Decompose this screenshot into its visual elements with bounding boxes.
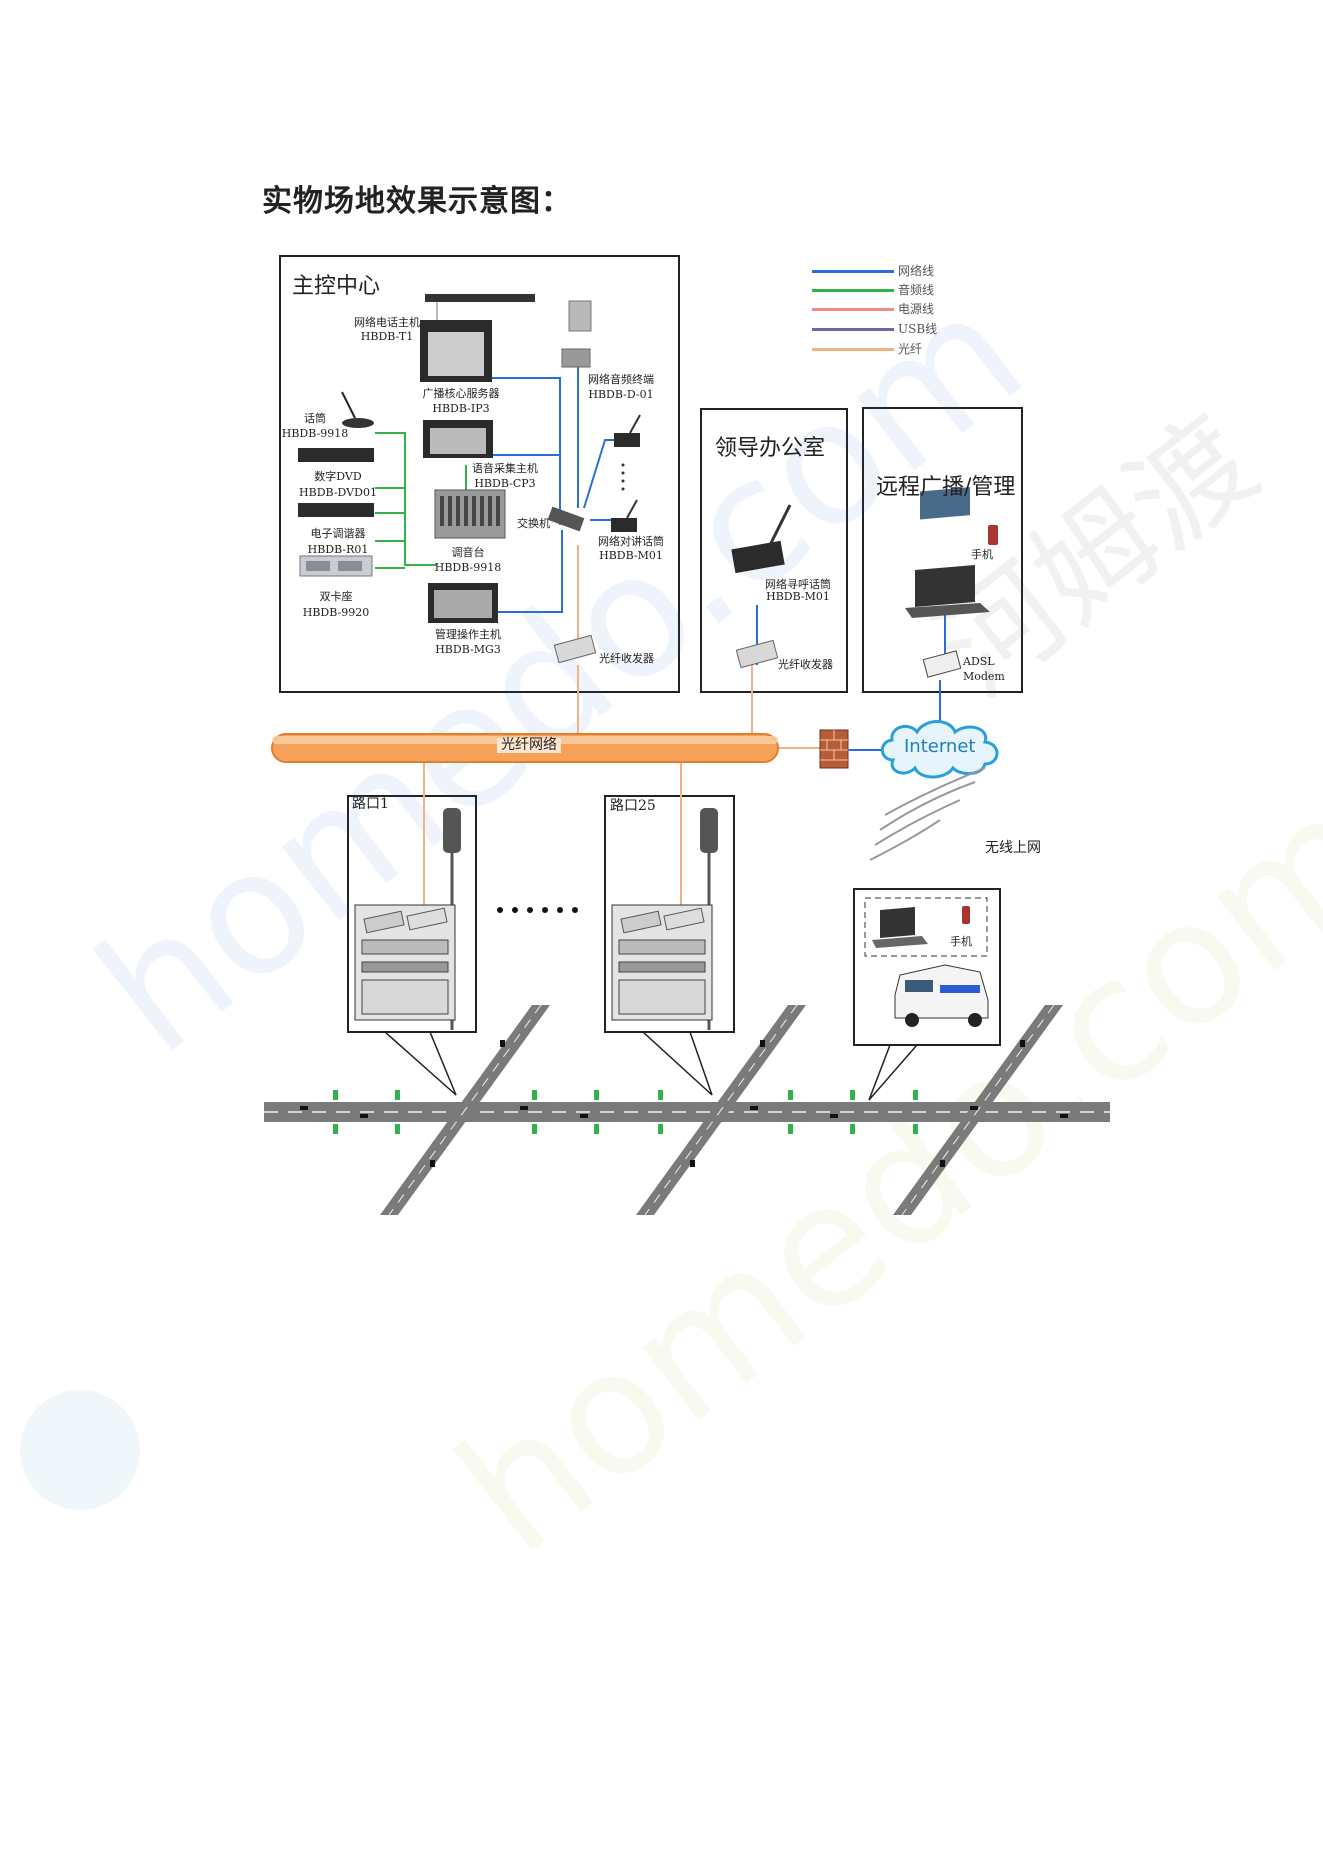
voice-host-name: 语音采集主机 bbox=[472, 462, 538, 475]
voice-host-model: HBDB-CP3 bbox=[474, 477, 536, 490]
remote-box bbox=[862, 407, 1023, 693]
modem-model: Modem bbox=[963, 670, 1005, 683]
card-deck-name: 双卡座 bbox=[319, 590, 353, 603]
vehicle-phone-label: 手机 bbox=[950, 935, 972, 948]
control-center-devices bbox=[298, 294, 641, 664]
leader-office-title: 领导办公室 bbox=[715, 436, 826, 461]
phone-host-name: 网络电话主机 bbox=[354, 316, 420, 329]
mgmt-host-name: 管理操作主机 bbox=[435, 628, 501, 641]
intersection-1-label: 路口1 bbox=[352, 796, 389, 812]
modem-name: ADSL bbox=[963, 655, 995, 668]
legend-network-cable: 网络线 bbox=[812, 262, 952, 280]
audio-terminal-name: 网络音频终端 bbox=[588, 373, 654, 386]
legend-swatch bbox=[812, 348, 894, 351]
wireless-label: 无线上网 bbox=[985, 840, 1041, 856]
legend-swatch bbox=[812, 308, 894, 311]
mgmt-host-model: HBDB-MG3 bbox=[435, 643, 501, 656]
callout-lines bbox=[384, 1031, 918, 1101]
svg-text:homedo.com: homedo.com bbox=[423, 754, 1323, 1592]
legend-fiber: 光纤 bbox=[812, 340, 952, 358]
legend-label: 网络线 bbox=[898, 264, 935, 278]
intersection-1-equipment bbox=[354, 808, 461, 1030]
firewall-icon bbox=[819, 729, 849, 769]
tuner-model: HBDB-R01 bbox=[307, 543, 369, 556]
vehicle-box-contents bbox=[864, 897, 989, 1027]
legend-swatch bbox=[812, 328, 894, 331]
legend-label: 光纤 bbox=[898, 342, 923, 356]
phone-host-model: HBDB-T1 bbox=[360, 330, 414, 343]
core-server-name: 广播核心服务器 bbox=[422, 387, 500, 400]
fiber-network-label: 光纤网络 bbox=[497, 738, 561, 753]
legend-label: USB线 bbox=[898, 322, 938, 336]
intersection-25-label: 路口25 bbox=[610, 798, 656, 814]
core-server-model: HBDB-IP3 bbox=[432, 402, 490, 415]
mic-name: 话筒 bbox=[304, 412, 326, 425]
mixer-model: HBDB-9918 bbox=[434, 561, 502, 574]
fiber-lines bbox=[423, 545, 820, 915]
talkback-mic-name: 网络对讲话筒 bbox=[598, 535, 664, 548]
switch-label: 交换机 bbox=[517, 517, 550, 530]
legend-label: 音频线 bbox=[898, 283, 935, 297]
paging-mic-name: 网络寻呼话筒 bbox=[765, 578, 831, 591]
remote-phone-label: 手机 bbox=[971, 548, 993, 561]
card-deck-model: HBDB-9920 bbox=[302, 606, 370, 619]
internet-cloud-icon bbox=[880, 720, 999, 779]
legend-label: 电源线 bbox=[898, 302, 935, 316]
control-center-title: 主控中心 bbox=[292, 274, 381, 299]
leader-office-devices bbox=[731, 504, 792, 669]
remote-devices bbox=[905, 487, 998, 678]
talkback-mic-model: HBDB-M01 bbox=[599, 549, 663, 562]
audio-lines bbox=[375, 432, 467, 569]
legend-audio-cable: 音频线 bbox=[812, 281, 952, 299]
internet-label: Internet bbox=[904, 736, 976, 757]
road bbox=[264, 1004, 1110, 1216]
mixer-name: 调音台 bbox=[451, 546, 485, 559]
intersection-25-equipment bbox=[611, 808, 718, 1030]
cc-fiber-transceiver-label: 光纤收发器 bbox=[599, 652, 654, 665]
ellipsis-dots bbox=[497, 907, 578, 913]
legend-swatch bbox=[812, 270, 894, 273]
remote-title: 远程广播/管理 bbox=[876, 475, 1016, 500]
dvd-name: 数字DVD bbox=[314, 470, 362, 483]
paging-mic-model: HBDB-M01 bbox=[766, 590, 830, 603]
legend-swatch bbox=[812, 289, 894, 292]
wireless-signal-icon bbox=[869, 767, 986, 861]
tuner-name: 电子调谐器 bbox=[310, 527, 366, 540]
leader-fiber-transceiver-label: 光纤收发器 bbox=[778, 658, 833, 671]
dvd-model: HBDB-DVD01 bbox=[299, 486, 377, 499]
mic-model: HBDB-9918 bbox=[281, 427, 349, 440]
audio-terminal-model: HBDB-D-01 bbox=[588, 388, 654, 401]
legend-power-cable: 电源线 bbox=[812, 300, 952, 318]
legend-usb-cable: USB线 bbox=[812, 320, 952, 338]
page-heading: 实物场地效果示意图： bbox=[262, 184, 572, 219]
